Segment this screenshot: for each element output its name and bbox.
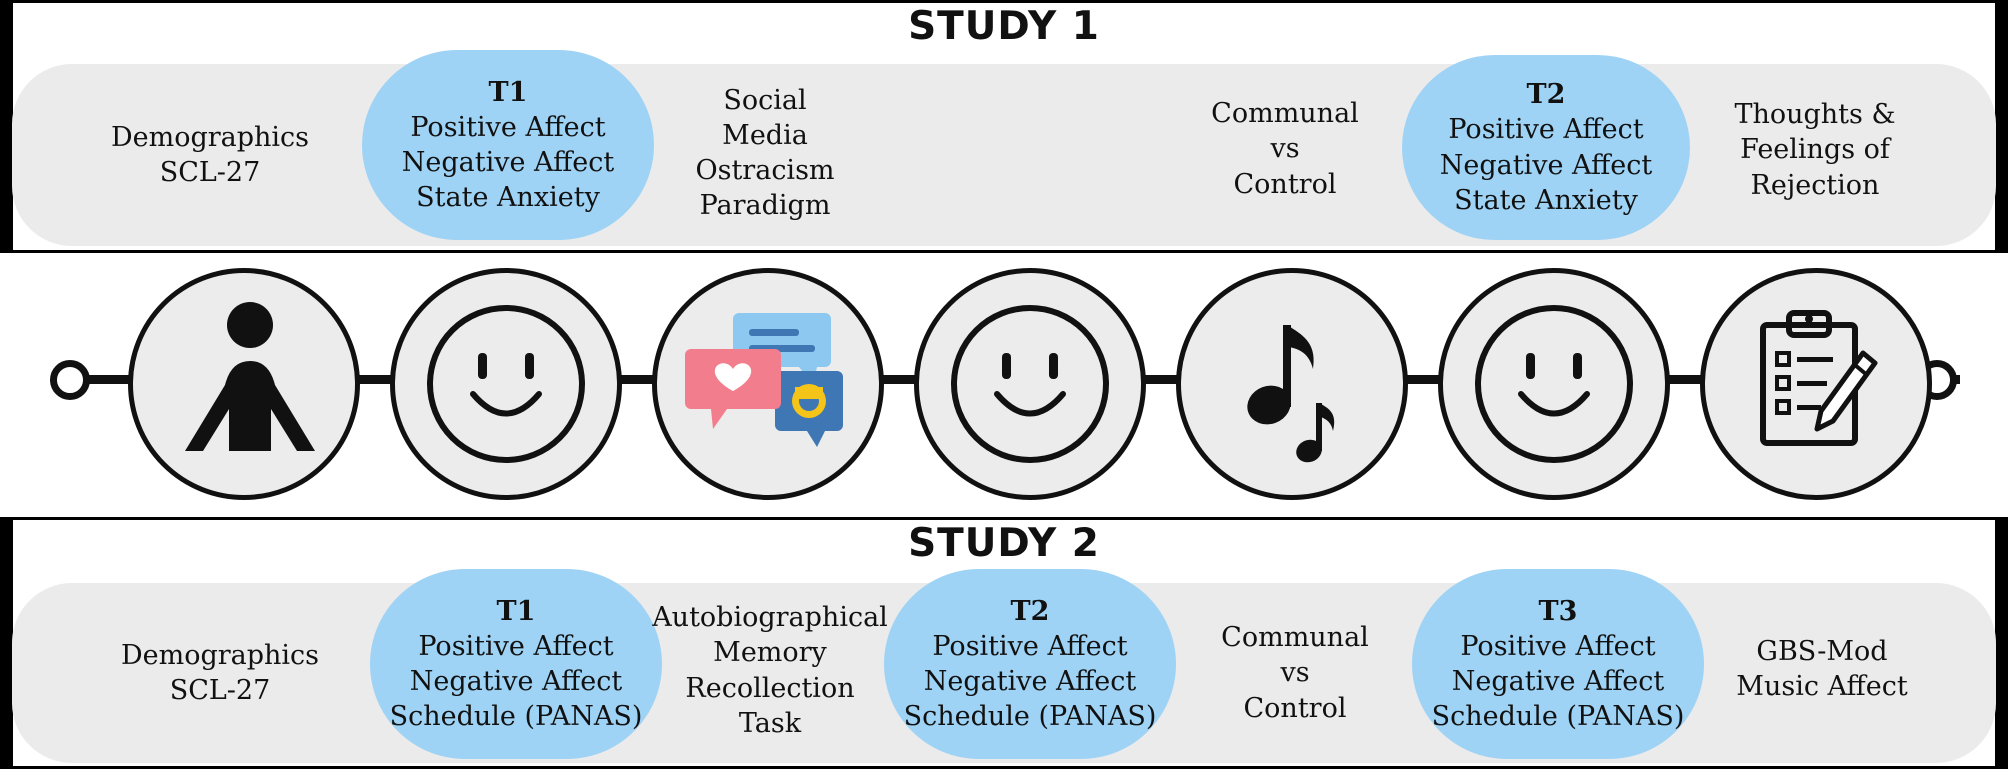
timeline-node-t1 — [390, 268, 622, 500]
time-label: T1 — [496, 595, 536, 627]
smiley-icon — [427, 305, 585, 463]
timeline-start-cap — [50, 360, 90, 400]
time-label: T1 — [488, 76, 528, 108]
timeline-node-questionnaire — [1700, 268, 1932, 500]
panel-left-edge — [3, 520, 13, 766]
study2-condition: Communal vs Control — [1221, 622, 1369, 724]
timeline-node-t2 — [914, 268, 1146, 500]
time-label: T2 — [1526, 79, 1566, 111]
chat-bubbles-icon — [685, 313, 843, 447]
study2-gbs: GBS-Mod Music Affect — [1736, 635, 1908, 702]
clipboard-icon — [1760, 310, 1878, 446]
study1-title: STUDY 1 — [908, 4, 1100, 49]
time-label: T2 — [1010, 595, 1050, 627]
study1-demographics: Demographics SCL-27 — [110, 121, 310, 188]
study2-t2: T2 Positive Affect Negative Affect Sched… — [903, 595, 1157, 733]
panel-right-edge — [1995, 3, 2005, 250]
timeline-node-t3 — [1438, 268, 1670, 500]
study1-t2-highlight — [1402, 55, 1690, 240]
timeline-node-demographics — [128, 268, 360, 500]
smiley-icon — [1475, 305, 1633, 463]
study2-memory: Autobiographical Memory Recollection Tas… — [652, 602, 888, 739]
music-note-icon — [1247, 325, 1335, 463]
study1-t1-highlight — [362, 50, 654, 240]
study1-t1: T1 Positive Affect Negative Affect State… — [401, 76, 615, 214]
panel-right-edge — [1995, 520, 2005, 766]
study2-t1: T1 Positive Affect Negative Affect Sched… — [389, 595, 643, 733]
study2-demographics: Demographics SCL-27 — [120, 639, 320, 706]
timeline-node-social-media — [652, 268, 884, 500]
study2-t2-highlight — [884, 569, 1176, 759]
study1-condition: Communal vs Control — [1211, 98, 1359, 200]
study1-paradigm: Social Media Ostracism Paradigm — [695, 84, 835, 222]
study2-t3: T3 Positive Affect Negative Affect Sched… — [1431, 595, 1685, 733]
study1-rejection: Thoughts & Feelings of Rejection — [1734, 99, 1896, 201]
timeline-node-music — [1176, 268, 1408, 500]
time-label: T3 — [1538, 595, 1578, 627]
study2-t1-highlight — [370, 569, 662, 759]
study2-title: STUDY 2 — [908, 521, 1100, 566]
panel-left-edge — [3, 3, 13, 250]
study2-t3-highlight — [1412, 569, 1704, 759]
smiley-icon — [951, 305, 1109, 463]
study1-t2: T2 Positive Affect Negative Affect State… — [1439, 79, 1653, 216]
person-icon — [185, 302, 315, 451]
